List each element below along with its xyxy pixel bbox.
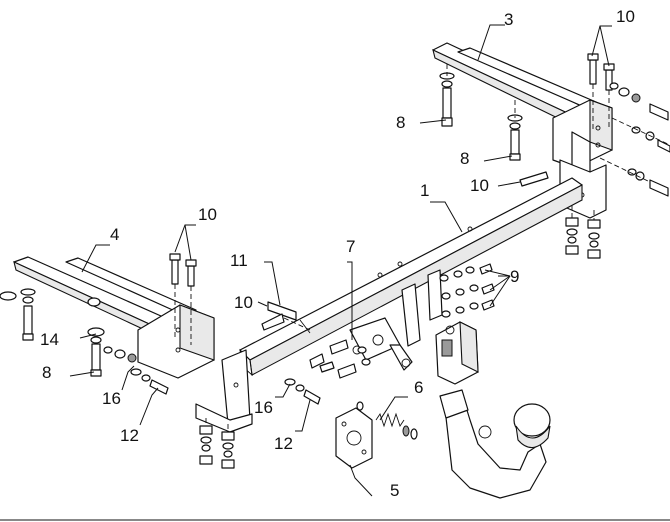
callout-5: 5 [390, 481, 399, 500]
callout-16-right: 16 [254, 398, 273, 417]
main-crossbar [239, 177, 583, 377]
callout-10-right-mid: 10 [470, 176, 489, 195]
callout-7: 7 [346, 237, 355, 256]
callout-10-left-mid: 10 [234, 293, 253, 312]
callout-1: 1 [420, 181, 429, 200]
fasteners [0, 53, 670, 469]
left-side-bracket [13, 256, 253, 433]
right-side-bracket [432, 42, 613, 219]
callout-6: 6 [414, 378, 423, 397]
electric-socket [435, 321, 479, 385]
callout-10-left-top: 10 [198, 205, 217, 224]
leader-lines [69, 24, 612, 497]
callout-10-top-right: 10 [616, 7, 635, 26]
callout-8-right-mid: 8 [460, 149, 469, 168]
callout-12-left: 12 [120, 426, 139, 445]
callout-4: 4 [110, 225, 119, 244]
callout-8-right-top: 8 [396, 113, 405, 132]
callout-12-right: 12 [274, 434, 293, 453]
callout-16-left: 16 [102, 389, 121, 408]
spring-assembly [356, 401, 418, 440]
callout-3: 3 [504, 10, 513, 29]
callout-8-left: 8 [42, 363, 51, 382]
tow-ball-neck [439, 389, 551, 499]
callout-labels: 1 3 4 5 6 7 8 8 8 9 10 10 10 10 11 12 12… [40, 7, 635, 500]
callout-9: 9 [510, 267, 519, 286]
callout-11: 11 [230, 251, 248, 270]
callout-14: 14 [40, 330, 59, 349]
socket-plate [335, 407, 373, 469]
